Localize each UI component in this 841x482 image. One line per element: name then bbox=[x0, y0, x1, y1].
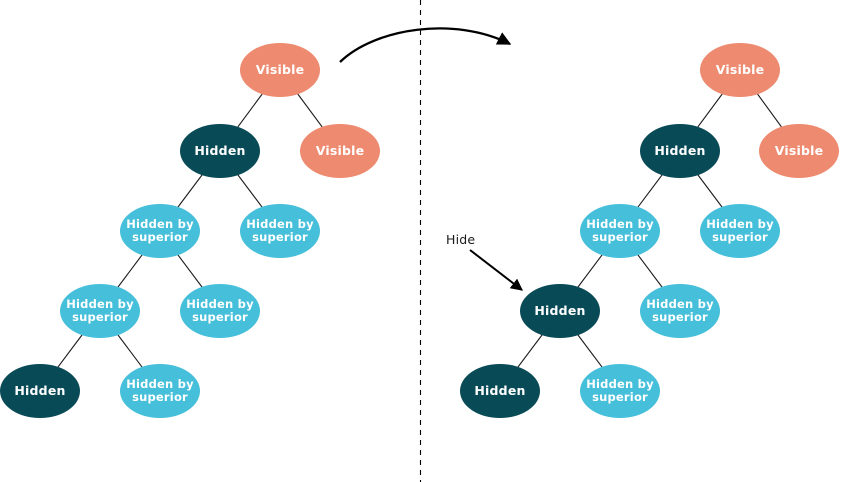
tree-node-label: Visible bbox=[774, 143, 824, 158]
hide-label: Hide bbox=[446, 232, 476, 247]
tree-node-right-hidden[interactable]: Hidden bbox=[640, 124, 720, 178]
tree-node-label: Visible bbox=[255, 62, 305, 77]
tree-node-label: Hidden bbox=[654, 143, 706, 158]
tree-node-left-visible[interactable]: Visible bbox=[240, 43, 320, 97]
tree-node-right-visible[interactable]: Visible bbox=[700, 43, 780, 97]
tree-node-left-visible[interactable]: Visible bbox=[300, 124, 380, 178]
tree-node-label: Hidden bbox=[14, 383, 66, 398]
tree-node-right-visible[interactable]: Visible bbox=[759, 124, 839, 178]
tree-node-right-hidden[interactable]: Hidden bbox=[520, 284, 600, 338]
transform-arrow bbox=[339, 27, 512, 63]
tree-node-right-hidden[interactable]: Hidden bbox=[460, 364, 540, 418]
tree-node-label: Visible bbox=[315, 143, 365, 158]
tree-node-left-hidden[interactable]: Hidden bbox=[180, 124, 260, 178]
tree-node-label: Visible bbox=[715, 62, 765, 77]
hide-arrow bbox=[469, 249, 523, 291]
tree-node-label: Hidden bbox=[534, 303, 586, 318]
tree-node-label: Hidden bbox=[474, 383, 526, 398]
tree-node-label: Hidden bbox=[194, 143, 246, 158]
tree-node-left-hidden[interactable]: Hidden bbox=[0, 364, 80, 418]
